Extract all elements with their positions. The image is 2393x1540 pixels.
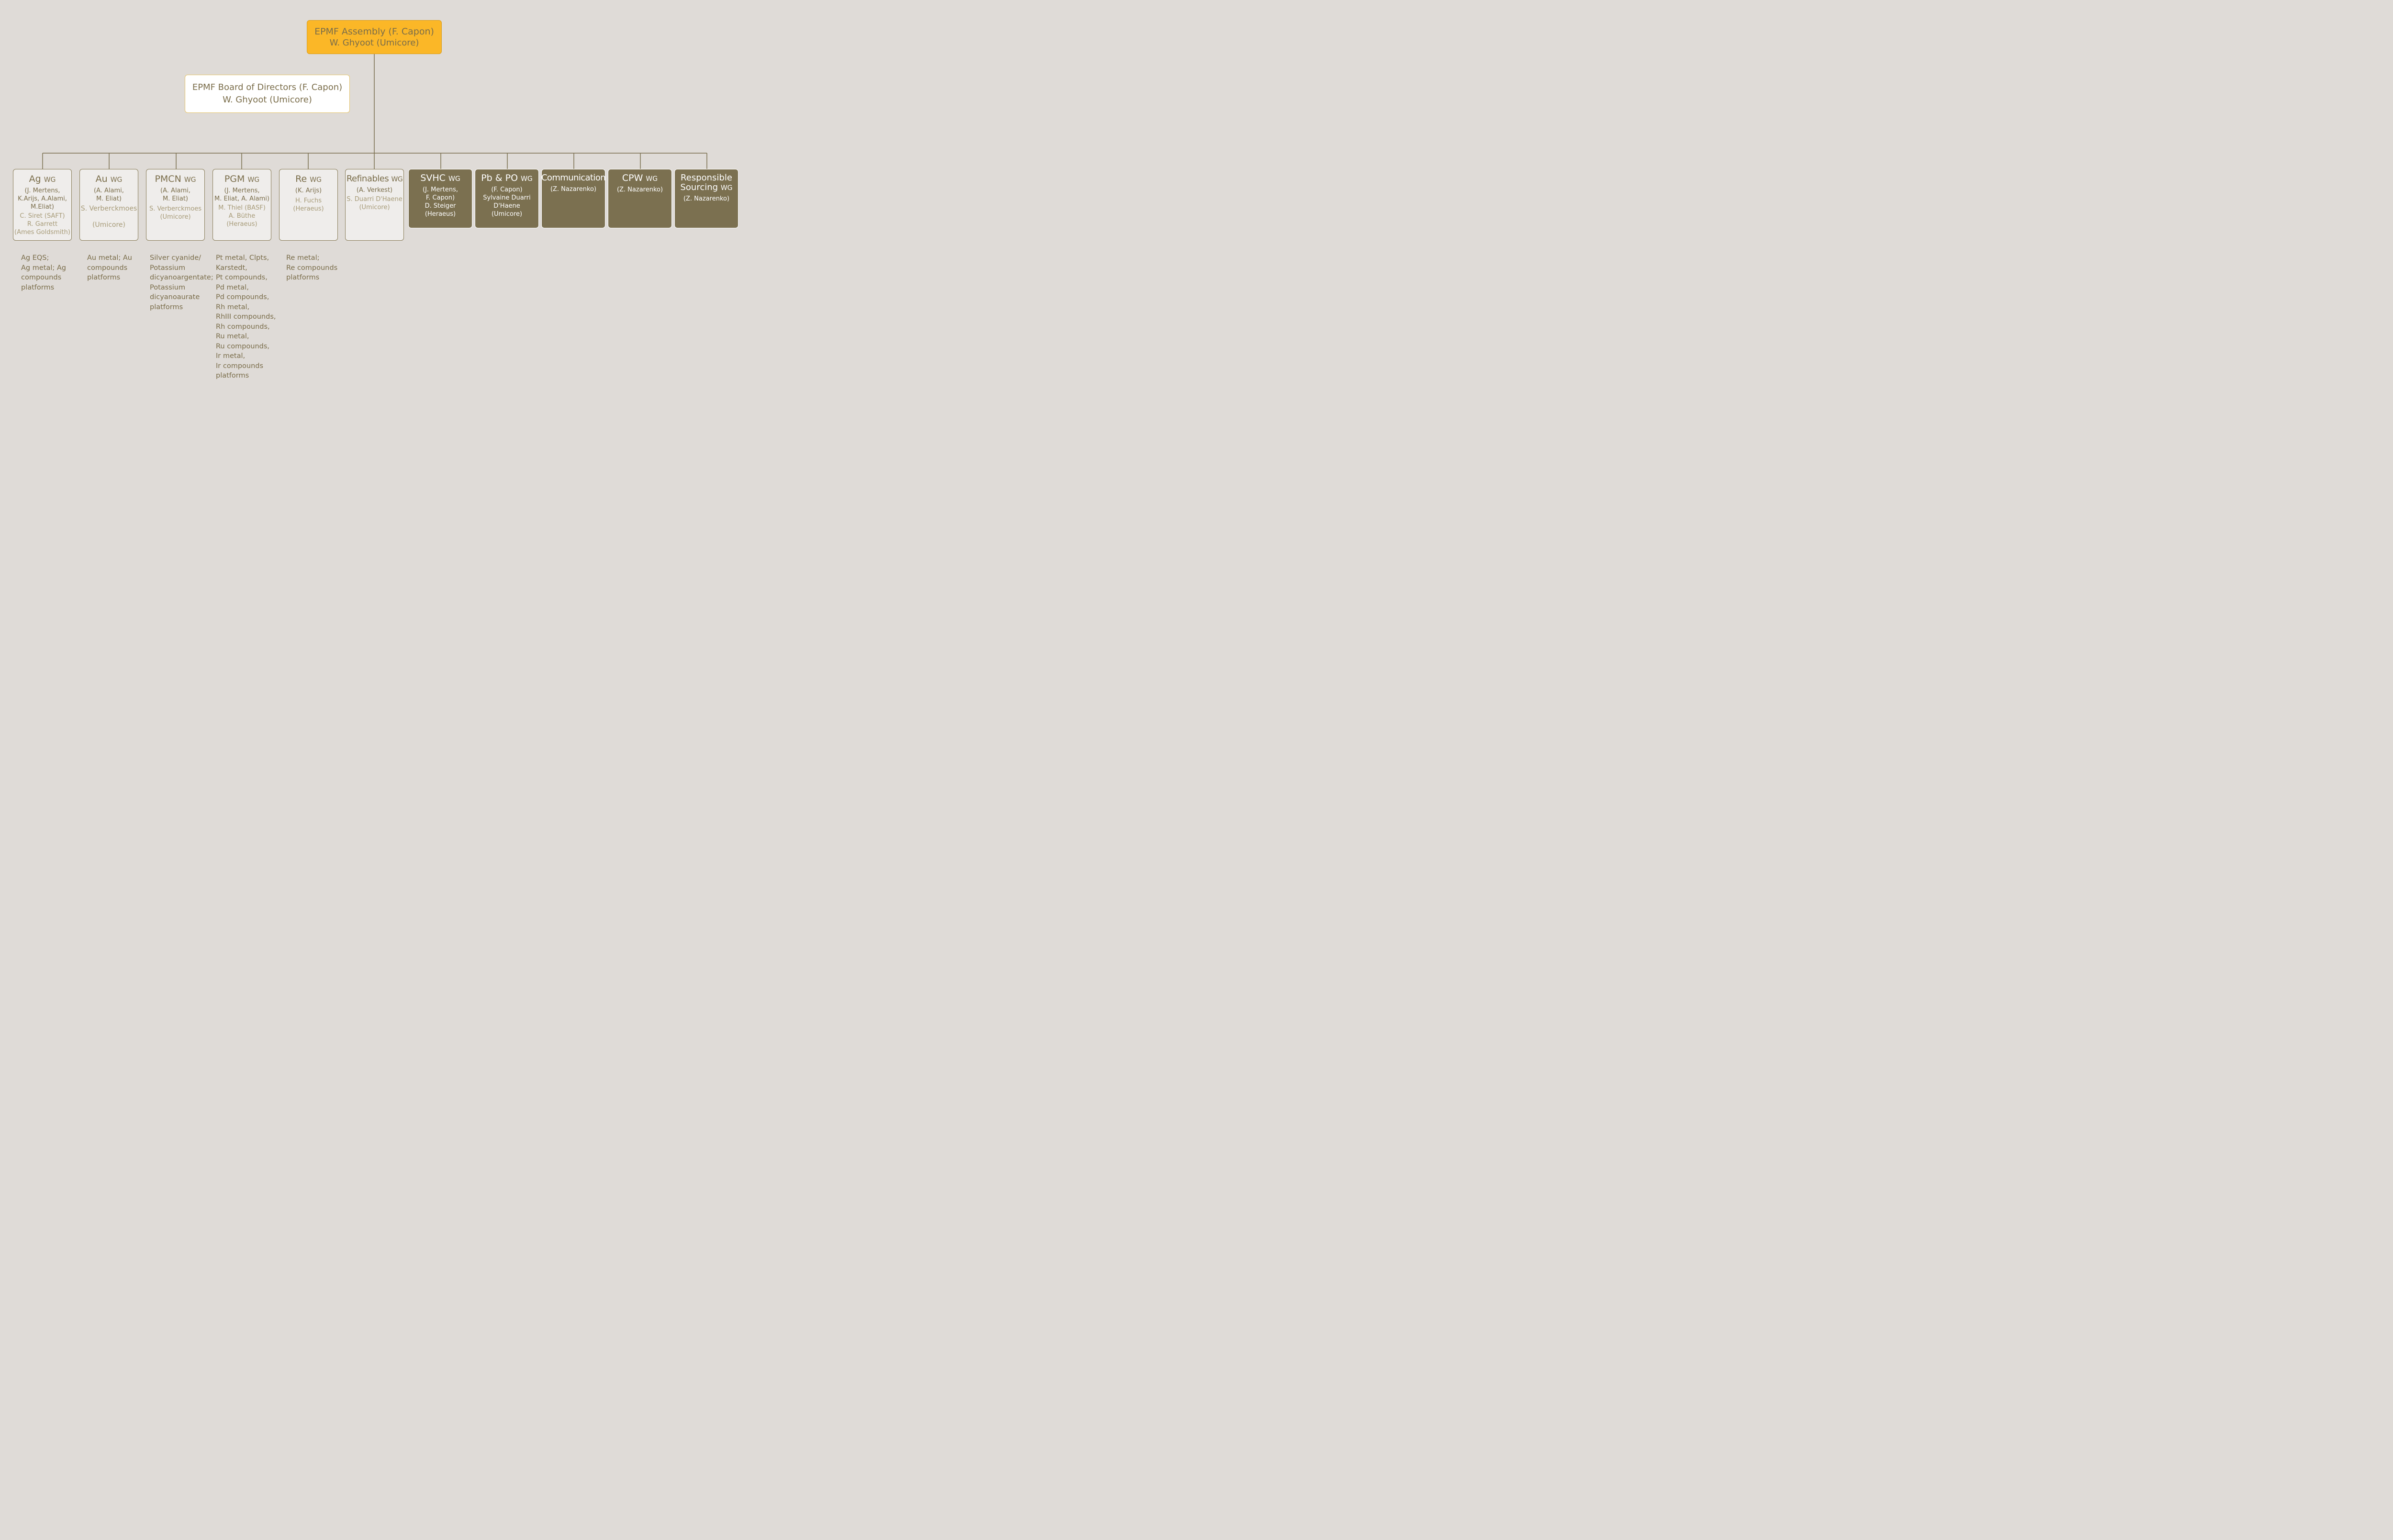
scope-pmcn: Silver cyanide/ Potassium dicyanoargenta… bbox=[150, 254, 213, 311]
wg-name: Re WG bbox=[295, 174, 322, 184]
wg-name: Pb & PO WG bbox=[481, 173, 533, 183]
wg-box-svhc: SVHC WG (J. Mertens, F. Capon) D. Steige… bbox=[408, 169, 472, 228]
wg-members: (J. Mertens, F. Capon) D. Steiger (Herae… bbox=[423, 186, 458, 218]
wg-name: PMCN WG bbox=[155, 174, 196, 184]
wg-members: (Z. Nazarenko) bbox=[683, 195, 730, 202]
wg-members: (A. Alami, M. Eliat) bbox=[160, 187, 190, 202]
wg-members: (K. Arijs) bbox=[295, 187, 322, 194]
wg-box-ag: Ag WG (J. Mertens, K.Arijs, A.Alami, M.E… bbox=[13, 169, 72, 241]
wg-members: (J. Mertens, K.Arijs, A.Alami, M.Eliat) bbox=[18, 187, 67, 211]
connector-drops bbox=[42, 153, 707, 169]
wg-members: (A. Verkest) bbox=[356, 187, 393, 194]
scope-ag: Ag EQS; Ag metal; Ag compounds platforms bbox=[21, 254, 66, 291]
wg-box-communication: Communication (Z. Nazarenko) bbox=[541, 169, 606, 228]
scope-re: Re metal; Re compounds platforms bbox=[286, 254, 338, 281]
assembly-title: EPMF Assembly (F. Capon) bbox=[314, 26, 434, 37]
wg-members: (Z. Nazarenko) bbox=[550, 186, 597, 193]
wg-box-responsible-sourcing: Responsible Sourcing WG (Z. Nazarenko) bbox=[674, 169, 738, 228]
wg-name: PGM WG bbox=[224, 174, 260, 184]
wg-name: Au WG bbox=[95, 174, 123, 184]
wg-box-pgm: PGM WG (J. Mertens, M. Eliat, A. Alami) … bbox=[212, 169, 271, 241]
wg-org: M. Thiel (BASF) A. Büthe (Heraeus) bbox=[218, 204, 266, 228]
assembly-box: EPMF Assembly (F. Capon) W. Ghyoot (Umic… bbox=[307, 20, 442, 54]
scope-pgm: Pt metal, Clpts, Karstedt, Pt compounds,… bbox=[216, 254, 276, 379]
wg-name: SVHC WG bbox=[420, 173, 460, 183]
wg-box-pmcn: PMCN WG (A. Alami, M. Eliat) S. Verberck… bbox=[146, 169, 205, 241]
wg-box-cpw: CPW WG (Z. Nazarenko) bbox=[608, 169, 672, 228]
wg-name: Ag WG bbox=[29, 174, 56, 184]
assembly-subtitle: W. Ghyoot (Umicore) bbox=[329, 37, 419, 48]
wg-org: S. Verberckmoes (Umicore) bbox=[149, 205, 202, 221]
wg-members: (Z. Nazarenko) bbox=[616, 186, 663, 193]
wg-name: Refinables WG bbox=[346, 174, 403, 184]
wg-members: (J. Mertens, M. Eliat, A. Alami) bbox=[214, 187, 269, 202]
wg-box-au: Au WG (A. Alami, M. Eliat) S. Verberckmo… bbox=[79, 169, 138, 241]
board-title: EPMF Board of Directors (F. Capon) bbox=[192, 82, 343, 92]
wg-name: Communication bbox=[541, 173, 606, 183]
scope-au: Au metal; Au compounds platforms bbox=[87, 254, 132, 281]
wg-org: H. Fuchs (Heraeus) bbox=[293, 197, 324, 212]
wg-name: CPW WG bbox=[622, 173, 658, 183]
board-subtitle: W. Ghyoot (Umicore) bbox=[223, 95, 312, 105]
wg-members: (A. Alami, M. Eliat) bbox=[94, 187, 124, 202]
wg-box-refinables: Refinables WG (A. Verkest) S. Duarri D'H… bbox=[345, 169, 404, 241]
wg-org: S. Duarri D'Haene (Umicore) bbox=[347, 196, 403, 211]
wg-org: C. Siret (SAFT) R. Garrett (Ames Goldsmi… bbox=[14, 212, 70, 236]
wg-box-pb-po: Pb & PO WG (F. Capon) Sylvaine Duarri D'… bbox=[475, 169, 539, 228]
board-box: EPMF Board of Directors (F. Capon) W. Gh… bbox=[185, 75, 350, 113]
wg-org: S. Verberckmoes (Umicore) bbox=[80, 205, 137, 229]
wg-members: (F. Capon) Sylvaine Duarri D'Haene (Umic… bbox=[483, 186, 531, 218]
wg-name: Responsible Sourcing WG bbox=[680, 173, 733, 192]
org-chart-connectors bbox=[42, 54, 707, 169]
wg-box-re: Re WG (K. Arijs) H. Fuchs (Heraeus) bbox=[279, 169, 338, 241]
